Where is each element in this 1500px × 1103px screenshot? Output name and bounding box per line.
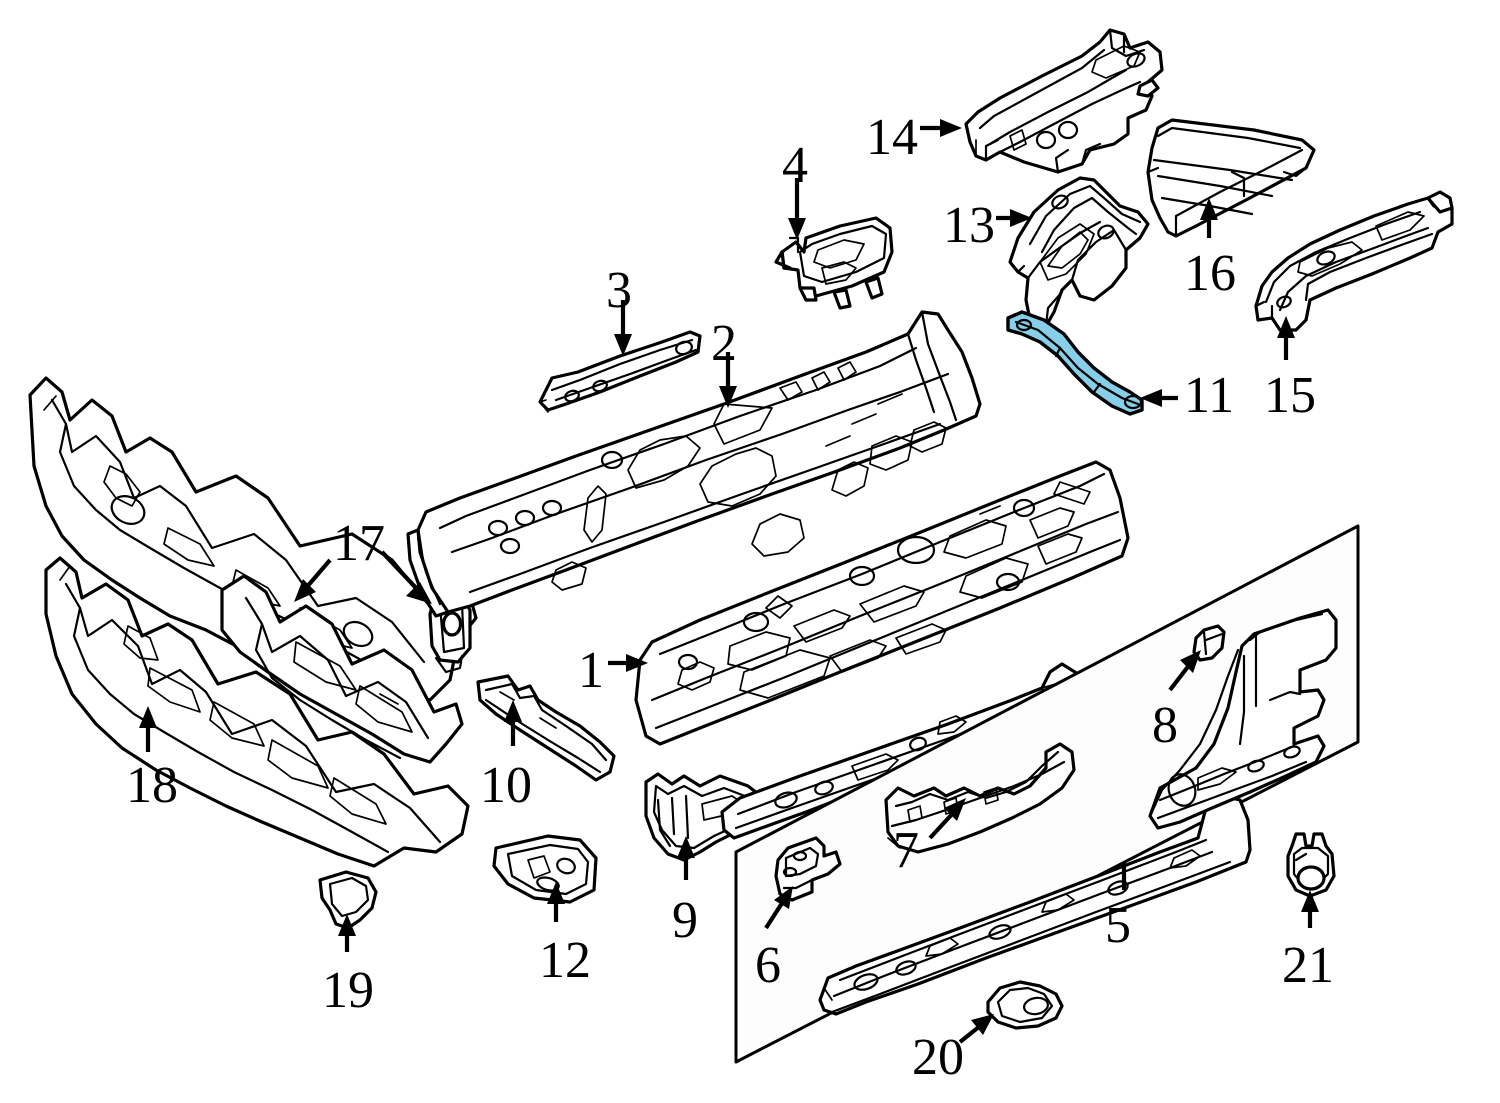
arrow-20	[958, 1014, 994, 1044]
arrow-4	[788, 178, 806, 240]
callout-label-10[interactable]: 10	[480, 757, 532, 814]
part-17-rear-floor-extension	[220, 574, 464, 764]
arrow-7	[928, 798, 966, 840]
part-7-rocker-inner-reinforcement	[884, 742, 1076, 854]
callout-label-19[interactable]: 19	[322, 962, 374, 1019]
part-16-floor-rail-channel	[1146, 118, 1316, 238]
callout-label-20[interactable]: 20	[912, 1029, 964, 1086]
part-1-front-floor-pan	[634, 460, 1130, 746]
part-15-rear-side-rail-bracket	[1254, 190, 1454, 332]
callout-label-5[interactable]: 5	[1105, 897, 1131, 954]
part-21-retaining-clip-fastener	[1286, 832, 1336, 898]
part-3-reinforcement-bracket	[538, 330, 702, 413]
part-13-seat-riser-bracket	[1008, 176, 1150, 328]
callout-label-18[interactable]: 18	[126, 757, 178, 814]
arrow-11	[1140, 389, 1178, 407]
callout-label-16[interactable]: 16	[1184, 245, 1236, 302]
arrow-15	[1277, 316, 1295, 360]
arrow-10	[504, 700, 522, 746]
arrow-12	[547, 882, 565, 922]
callout-label-11[interactable]: 11	[1184, 367, 1235, 424]
callout-label-3[interactable]: 3	[606, 262, 632, 319]
callout-label-4[interactable]: 4	[782, 137, 808, 194]
part-5-rocker-panel-outer	[818, 794, 1252, 1016]
callout-label-21[interactable]: 21	[1282, 937, 1334, 994]
part-20-jack-pad-reinforcement	[986, 980, 1064, 1030]
part-2-rear-floor-cross-panel	[406, 310, 982, 618]
callout-label-2[interactable]: 2	[711, 315, 737, 372]
arrow-6	[764, 886, 793, 930]
part-8-pillar-assembly	[1148, 608, 1338, 830]
callout-label-14[interactable]: 14	[866, 109, 918, 166]
arrow-17-right	[380, 550, 432, 604]
part-8-clip	[1192, 624, 1226, 662]
arrow-2	[719, 352, 737, 408]
arrow-21	[1301, 890, 1319, 928]
part-4-seat-mount-bracket	[774, 216, 894, 310]
arrow-18	[139, 706, 157, 752]
callout-label-17[interactable]: 17	[333, 515, 385, 572]
arrow-16	[1200, 198, 1218, 238]
arrow-13	[996, 209, 1032, 227]
part-12-corner-gusset-plate	[492, 834, 598, 904]
arrow-3	[614, 300, 632, 356]
callout-label-12[interactable]: 12	[539, 932, 591, 989]
callout-label-1[interactable]: 1	[578, 642, 604, 699]
part-19-drain-plug-grommet	[318, 870, 378, 930]
callout-label-13[interactable]: 13	[943, 197, 995, 254]
arrow-17-left	[294, 558, 332, 602]
arrow-9	[677, 836, 695, 880]
part-11-tunnel-brace-strap-highlighted	[1006, 310, 1144, 416]
callout-label-6[interactable]: 6	[755, 937, 781, 994]
part-14-front-side-rail-rear-section	[964, 28, 1164, 174]
callout-label-9[interactable]: 9	[672, 892, 698, 949]
callout-label-8[interactable]: 8	[1152, 697, 1178, 754]
callout-label-7[interactable]: 7	[893, 822, 919, 879]
arrow-1	[608, 654, 648, 672]
callout-label-15[interactable]: 15	[1264, 367, 1316, 424]
arrow-19	[338, 914, 356, 952]
arrow-8	[1168, 650, 1201, 692]
arrow-14	[920, 119, 962, 137]
